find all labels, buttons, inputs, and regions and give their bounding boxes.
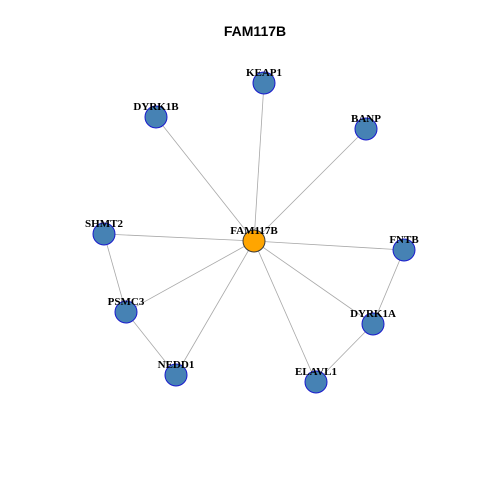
- edge-fntb-dyrk1a: [372, 249, 405, 325]
- edge-psmc3-nedd1: [125, 311, 177, 376]
- edge-dyrk1a-elavl1: [315, 323, 374, 383]
- edge-shmt2-psmc3: [103, 233, 127, 313]
- node-label-elavl1: ELAVL1: [295, 366, 337, 378]
- node-label-fam117b: FAM117B: [230, 225, 278, 237]
- node-label-shmt2: SHMT2: [85, 218, 123, 230]
- node-dyrk1a: [361, 312, 385, 336]
- node-nedd1: [164, 363, 188, 387]
- node-dyrk1b: [144, 105, 168, 129]
- node-fam117b: [242, 229, 266, 253]
- node-keap1: [252, 71, 276, 95]
- node-label-banp: BANP: [351, 113, 381, 125]
- edge-fam117b-keap1: [253, 82, 265, 242]
- edge-fam117b-nedd1: [175, 240, 255, 376]
- graph-title: FAM117B: [224, 23, 286, 39]
- node-fntb: [392, 238, 416, 262]
- edge-fam117b-elavl1: [253, 240, 317, 383]
- node-label-psmc3: PSMC3: [108, 296, 145, 308]
- edge-fam117b-dyrk1a: [253, 240, 374, 325]
- node-shmt2: [92, 222, 116, 246]
- node-label-dyrk1b: DYRK1B: [133, 101, 179, 113]
- node-label-keap1: KEAP1: [246, 67, 282, 79]
- edge-fam117b-banp: [253, 128, 367, 242]
- node-psmc3: [114, 300, 138, 324]
- node-label-nedd1: NEDD1: [158, 359, 195, 371]
- edge-fam117b-fntb: [253, 240, 405, 251]
- edge-fam117b-psmc3: [125, 240, 255, 313]
- node-elavl1: [304, 370, 328, 394]
- nodes-layer: [92, 71, 416, 394]
- node-banp: [354, 117, 378, 141]
- edges-layer: [103, 82, 405, 383]
- edge-fam117b-dyrk1b: [155, 116, 255, 242]
- edge-fam117b-shmt2: [103, 233, 255, 242]
- node-label-dyrk1a: DYRK1A: [350, 308, 396, 320]
- node-label-fntb: FNTB: [389, 234, 419, 246]
